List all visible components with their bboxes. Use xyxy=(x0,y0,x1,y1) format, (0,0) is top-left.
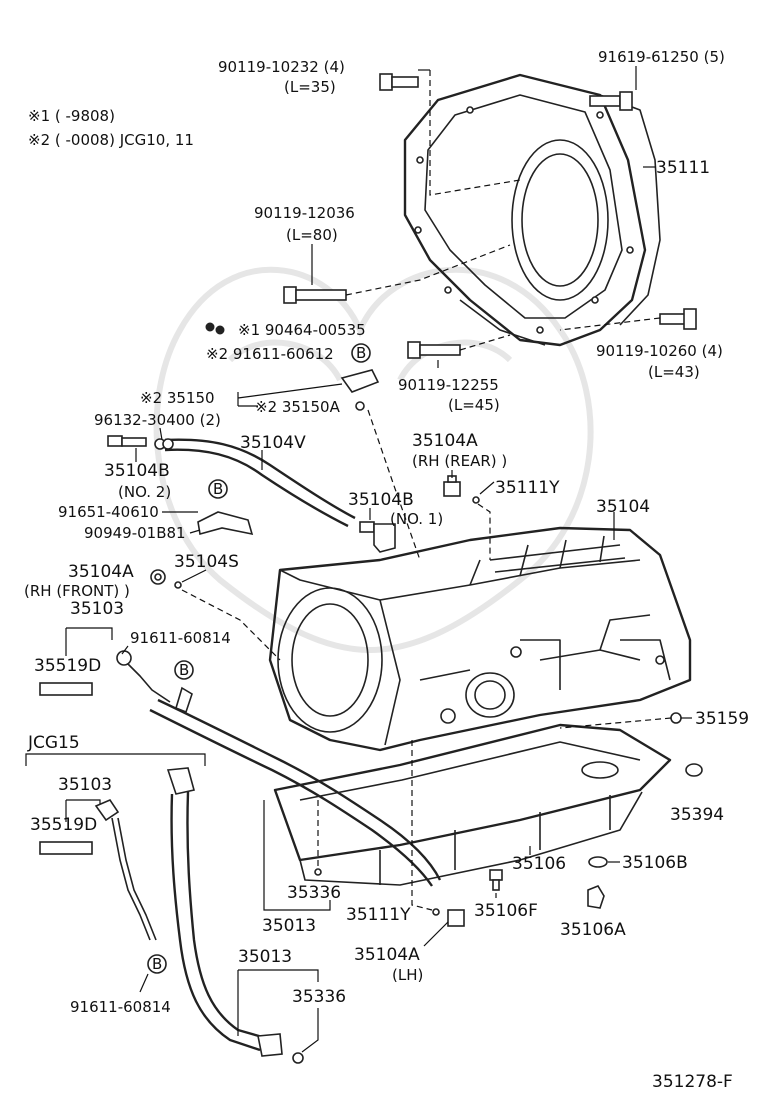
dipstick-35103-bot xyxy=(94,799,157,941)
label-90119-10260: 90119-10260 (4) xyxy=(596,342,723,360)
label-35013-bot: 35013 xyxy=(238,947,292,967)
label-l43: (L=43) xyxy=(648,363,700,381)
bell-housing-35111 xyxy=(403,73,661,347)
label-91651-40610: 91651-40610 xyxy=(58,503,159,521)
fitting-35104b-no1 xyxy=(359,521,396,553)
label-35106a: 35106A xyxy=(560,920,626,940)
label-no2: (NO. 2) xyxy=(118,483,171,501)
dipstick-tag-bot xyxy=(39,841,93,855)
plug-35104a-rh-rear xyxy=(443,475,461,497)
oring-35336-bot xyxy=(292,1052,304,1064)
label-90119-12036: 90119-12036 xyxy=(254,204,355,222)
label-35150: ※2 35150 xyxy=(140,389,215,407)
label-35104b-no2: 35104B xyxy=(104,461,170,481)
svg-text:B: B xyxy=(152,955,162,973)
circle-b-marker-3: B xyxy=(174,660,194,680)
oring-35111y-top xyxy=(472,496,480,504)
plug-35159 xyxy=(670,712,682,724)
oring-35336-mid xyxy=(314,868,322,876)
magnet-35106a xyxy=(587,885,605,909)
watermark-logo xyxy=(153,266,594,654)
label-35104b-no1: 35104B xyxy=(348,490,414,510)
label-35106b: 35106B xyxy=(622,853,688,873)
breather-35150 xyxy=(340,369,380,411)
label-35013-mid: 35013 xyxy=(262,916,316,936)
label-35150a: ※2 35150A xyxy=(255,398,341,416)
note-1: ※1 ( -9808) xyxy=(28,107,115,125)
plug-35104a-rh-front xyxy=(150,569,166,585)
bolt-90119-12036 xyxy=(283,286,347,304)
label-35159: 35159 xyxy=(695,709,749,729)
dipstick-tag-top xyxy=(39,682,93,696)
label-35394: 35394 xyxy=(670,805,724,825)
filler-tube-35013 xyxy=(149,686,442,887)
bracket-90949 xyxy=(197,511,254,536)
hose-35104v xyxy=(154,438,356,528)
washer-35106b xyxy=(588,856,608,868)
diagram-reference-code: 351278-F xyxy=(652,1072,733,1092)
svg-text:B: B xyxy=(179,661,189,679)
label-90119-10232: 90119-10232 (4) xyxy=(218,58,345,76)
circle-b-marker-2: B xyxy=(208,479,228,499)
label-35336-mid: 35336 xyxy=(287,883,341,903)
label-35104: 35104 xyxy=(596,497,650,517)
label-35519d-top: 35519D xyxy=(34,656,101,676)
label-jcg15: JCG15 xyxy=(27,733,80,753)
svg-text:B: B xyxy=(213,480,223,498)
label-rh-front: (RH (FRONT) ) xyxy=(24,582,130,600)
label-l45: (L=45) xyxy=(448,396,500,414)
label-35104a-lh: 35104A xyxy=(354,945,420,965)
label-35111y-top: 35111Y xyxy=(495,478,560,498)
label-35519d-bot: 35519D xyxy=(30,815,97,835)
transmission-case-35104 xyxy=(268,526,692,752)
label-l35: (L=35) xyxy=(284,78,336,96)
filler-tube-jcg15 xyxy=(166,767,283,1057)
bolt-91619-61250 xyxy=(589,91,633,111)
label-91611-60612: ※2 91611-60612 xyxy=(206,345,334,363)
bolt-90119-12255 xyxy=(407,341,461,359)
fitting-35104b-no2 xyxy=(107,435,147,447)
label-l80: (L=80) xyxy=(286,226,338,244)
label-rh-rear: (RH (REAR) ) xyxy=(412,452,507,470)
gasket-35394 xyxy=(685,763,703,777)
label-35104a-rh-rear: 35104A xyxy=(412,431,478,451)
circle-b-marker-1: B xyxy=(351,343,371,363)
label-91611-60814-bot: 91611-60814 xyxy=(70,998,171,1016)
oring-35104s xyxy=(174,581,182,589)
label-35106f: 35106F xyxy=(474,901,538,921)
label-96132-30400: 96132-30400 (2) xyxy=(94,411,221,429)
bolt-35106f xyxy=(489,869,503,891)
svg-text:B: B xyxy=(356,344,366,362)
label-35111: 35111 xyxy=(656,158,710,178)
label-91619-61250: 91619-61250 (5) xyxy=(598,48,725,66)
label-90464-00535: ※1 90464-00535 xyxy=(238,321,366,339)
label-91611-60814-top: 91611-60814 xyxy=(130,629,231,647)
label-lh: (LH) xyxy=(392,966,423,984)
plug-35104a-lh xyxy=(447,909,465,927)
note-2: ※2 ( -0008) JCG10, 11 xyxy=(28,131,194,149)
oring-35111y-bot xyxy=(432,908,440,916)
label-35104v: 35104V xyxy=(240,433,306,453)
label-35104s: 35104S xyxy=(174,552,239,572)
dipstick-cap-top xyxy=(116,650,171,703)
bolt-90119-10260 xyxy=(659,308,697,330)
label-35103-top: 35103 xyxy=(70,599,124,619)
label-90949-01b81: 90949-01B81 xyxy=(84,524,186,542)
oil-pan-35106 xyxy=(273,723,672,886)
label-90119-12255: 90119-12255 xyxy=(398,376,499,394)
bolt-90119-10232 xyxy=(379,73,419,91)
label-35106: 35106 xyxy=(512,854,566,874)
label-35111y-bot: 35111Y xyxy=(346,905,411,925)
clip-90464 xyxy=(205,322,225,335)
label-35104a-rh-front: 35104A xyxy=(68,562,134,582)
label-35336-bot: 35336 xyxy=(292,987,346,1007)
label-no1: (NO. 1) xyxy=(390,510,443,528)
label-35103-bot: 35103 xyxy=(58,775,112,795)
circle-b-marker-4: B xyxy=(147,954,167,974)
